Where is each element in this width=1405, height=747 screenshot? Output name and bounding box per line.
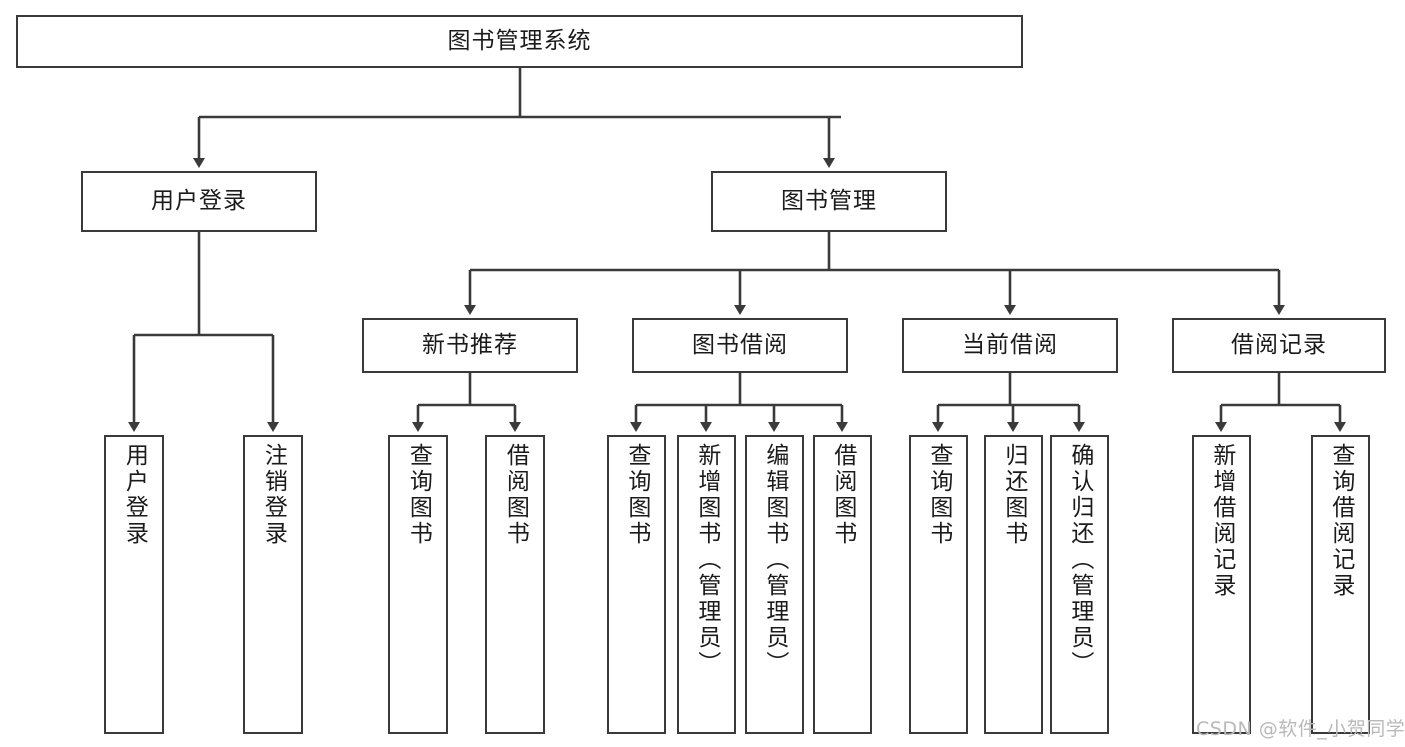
leaf-node[interactable]: 归还图书 — [984, 435, 1043, 734]
leaf-node[interactable]: 用户登录 — [104, 435, 164, 734]
leaf-node-label: 新增借阅记录 — [1208, 443, 1235, 599]
node-current-borrow-label: 当前借阅 — [962, 331, 1058, 358]
node-user-login-label: 用户登录 — [151, 187, 247, 214]
leaf-node-label: 注销登录 — [260, 443, 287, 547]
leaf-node-label: 查询借阅记录 — [1327, 443, 1354, 599]
csdn-watermark: CSDN @软件_小贺同学 — [1196, 718, 1405, 740]
wire-group-borrow — [630, 373, 848, 432]
leaf-node-label: 新增图书（管理员） — [693, 443, 720, 677]
leaf-node-label: 归还图书 — [1000, 443, 1027, 547]
node-book-management-label: 图书管理 — [781, 187, 877, 214]
leaf-node-label: 确认归还（管理员） — [1066, 443, 1093, 677]
leaf-node[interactable]: 查询图书 — [909, 435, 968, 734]
node-borrow-record[interactable]: 借阅记录 — [1172, 318, 1386, 373]
node-user-login[interactable]: 用户登录 — [81, 171, 317, 232]
wire-group-current-borrow — [932, 373, 1085, 432]
wire-group-book-mgmt — [464, 232, 1285, 315]
leaf-node-label: 用户登录 — [121, 443, 148, 547]
node-root[interactable]: 图书管理系统 — [16, 15, 1023, 68]
leaf-node[interactable]: 查询图书 — [607, 435, 666, 734]
leaf-node-label: 查询图书 — [405, 443, 432, 547]
leaf-node[interactable]: 查询图书 — [388, 435, 448, 734]
wire-group-records — [1215, 373, 1346, 432]
leaf-node-label: 编辑图书（管理员） — [761, 443, 788, 677]
leaf-node[interactable]: 编辑图书（管理员） — [745, 435, 804, 734]
wire-group-root — [193, 68, 841, 168]
leaf-node[interactable]: 借阅图书 — [813, 435, 872, 734]
node-new-book-recommend-label: 新书推荐 — [422, 331, 518, 358]
node-current-borrow[interactable]: 当前借阅 — [902, 318, 1118, 373]
leaf-node[interactable]: 新增图书（管理员） — [677, 435, 736, 734]
node-book-management[interactable]: 图书管理 — [711, 171, 947, 232]
node-borrow-record-label: 借阅记录 — [1231, 331, 1327, 358]
leaf-node[interactable]: 注销登录 — [243, 435, 303, 734]
wire-group-new-books — [412, 373, 521, 432]
leaf-node-label: 借阅图书 — [829, 443, 856, 547]
leaf-node[interactable]: 确认归还（管理员） — [1050, 435, 1109, 734]
node-book-borrow-label: 图书借阅 — [692, 331, 788, 358]
leaf-node-label: 借阅图书 — [502, 443, 529, 547]
wire-group-user-login — [128, 232, 279, 432]
leaf-node-label: 查询图书 — [623, 443, 650, 547]
leaf-node[interactable]: 借阅图书 — [485, 435, 545, 734]
node-book-borrow[interactable]: 图书借阅 — [632, 318, 848, 373]
node-root-label: 图书管理系统 — [447, 27, 592, 54]
leaf-node[interactable]: 查询借阅记录 — [1311, 435, 1370, 734]
leaf-node[interactable]: 新增借阅记录 — [1192, 435, 1251, 734]
leaf-node-label: 查询图书 — [925, 443, 952, 547]
node-new-book-recommend[interactable]: 新书推荐 — [362, 318, 578, 373]
